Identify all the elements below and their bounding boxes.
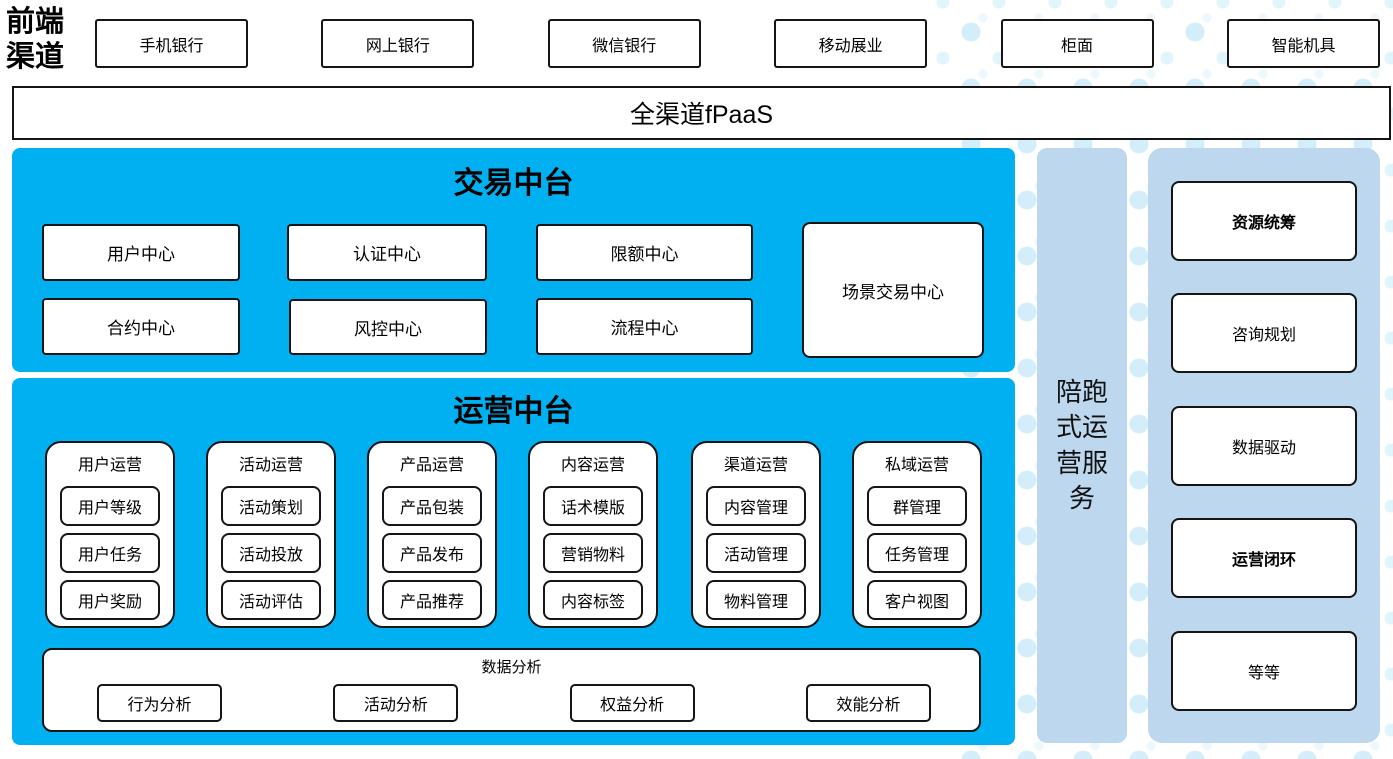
ops-column-content: 内容运营 话术模版 营销物料 内容标签 [528, 441, 658, 628]
channel-mobile-banking: 手机银行 [95, 19, 248, 68]
ops-column-title: 用户运营 [77, 457, 142, 474]
ops-item: 产品推荐 [382, 580, 482, 620]
analysis-item: 效能分析 [805, 684, 931, 722]
quota-center-box: 限额中心 [536, 224, 753, 281]
omnichannel-fpaas-bar: 全渠道fPaaS [12, 86, 1391, 140]
ops-item: 任务管理 [867, 533, 967, 573]
ops-item: 群管理 [867, 486, 967, 526]
channel-counter: 柜面 [1000, 19, 1154, 68]
service-items-panel: 资源统筹 咨询规划 数据驱动 运营闭环 等等 [1148, 148, 1380, 743]
data-driven-box: 数据驱动 [1171, 405, 1357, 486]
ops-column-product: 产品运营 产品包装 产品发布 产品推荐 [367, 441, 497, 628]
ops-item: 客户视图 [867, 580, 967, 620]
ops-item: 用户奖励 [60, 580, 160, 620]
data-analysis-title: 数据分析 [481, 659, 542, 676]
ops-item: 用户等级 [60, 486, 160, 526]
ops-column-title: 私域运营 [884, 457, 949, 474]
ops-item: 活动策划 [221, 486, 321, 526]
ops-item: 产品包装 [382, 486, 482, 526]
analysis-item: 活动分析 [333, 684, 459, 722]
analysis-item: 行为分析 [97, 684, 222, 722]
contract-center-box: 合约中心 [42, 298, 240, 355]
ops-column-title: 活动运营 [238, 457, 303, 474]
ops-item: 活动评估 [221, 580, 321, 620]
channel-mobile-outreach: 移动展业 [774, 19, 928, 68]
risk-center-box: 风控中心 [289, 299, 487, 355]
channel-smart-devices: 智能机具 [1226, 19, 1380, 68]
auth-center-box: 认证中心 [287, 224, 487, 281]
ops-item: 话术模版 [543, 486, 643, 526]
ops-column-activity: 活动运营 活动策划 活动投放 活动评估 [206, 441, 336, 628]
ops-column-user: 用户运营 用户等级 用户任务 用户奖励 [45, 441, 175, 628]
user-center-box: 用户中心 [42, 224, 240, 281]
ops-item: 营销物料 [543, 533, 643, 573]
operations-platform-panel: 运营中台 用户运营 用户等级 用户任务 用户奖励 活动运营 活动策划 活动投放 … [12, 378, 1015, 745]
data-analysis-row: 行为分析 活动分析 权益分析 效能分析 [44, 677, 979, 722]
ops-column-private-domain: 私域运营 群管理 任务管理 客户视图 [852, 441, 982, 628]
trade-platform-panel: 交易中台 用户中心 认证中心 限额中心 场景交易中心 合约中心 风控中心 流程中… [12, 148, 1015, 372]
ops-column-channel: 渠道运营 内容管理 活动管理 物料管理 [691, 441, 821, 628]
process-center-box: 流程中心 [536, 298, 753, 355]
ops-column-title: 内容运营 [560, 457, 625, 474]
channel-wechat-banking: 微信银行 [547, 19, 701, 68]
ops-item: 物料管理 [706, 580, 806, 620]
ops-item: 活动管理 [706, 533, 806, 573]
ops-column-title: 渠道运营 [723, 457, 788, 474]
ops-item: 活动投放 [221, 533, 321, 573]
ops-item: 内容标签 [543, 580, 643, 620]
side-service-label: 陪跑式运营服务 [1055, 377, 1108, 513]
ops-item: 产品发布 [382, 533, 482, 573]
ops-closed-loop-box: 运营闭环 [1171, 518, 1357, 598]
channel-online-banking: 网上银行 [321, 19, 475, 68]
ops-item: 用户任务 [60, 533, 160, 573]
data-analysis-box: 数据分析 行为分析 活动分析 权益分析 效能分析 [42, 648, 981, 732]
ops-item: 内容管理 [706, 486, 806, 526]
front-channels-label: 前端渠道 [6, 4, 65, 73]
operations-platform-title: 运营中台 [453, 394, 574, 429]
front-channels-row: 手机银行 网上银行 微信银行 移动展业 柜面 智能机具 [95, 19, 1380, 68]
resource-coordination-box: 资源统筹 [1171, 180, 1357, 261]
analysis-item: 权益分析 [569, 684, 695, 722]
consulting-planning-box: 咨询规划 [1171, 293, 1357, 373]
ops-column-title: 产品运营 [399, 457, 464, 474]
etcetera-box: 等等 [1171, 630, 1357, 711]
scenario-trade-center-box: 场景交易中心 [802, 222, 984, 358]
side-service-bar: 陪跑式运营服务 [1037, 148, 1127, 743]
trade-platform-title: 交易中台 [453, 166, 574, 201]
